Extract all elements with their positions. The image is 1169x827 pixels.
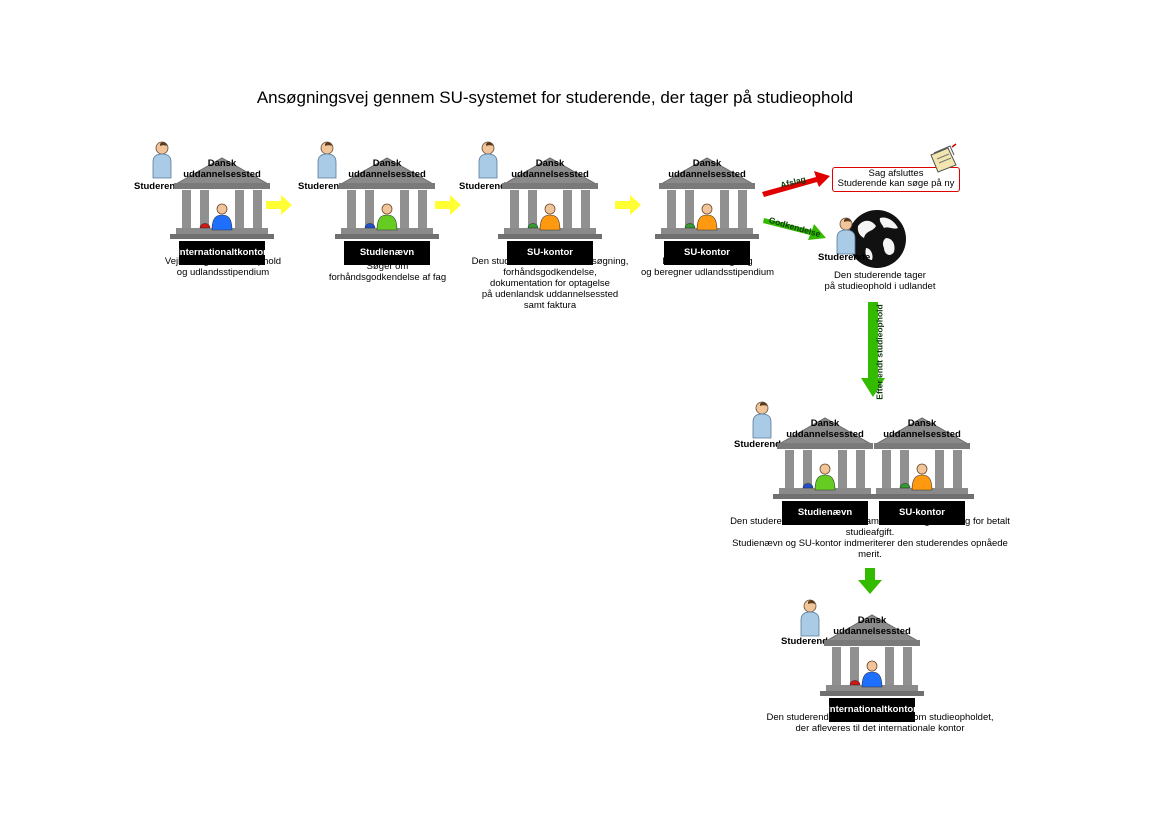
clerk-head	[916, 463, 928, 475]
phone-icon	[802, 483, 814, 489]
bank-building-icon	[773, 417, 877, 499]
clerk-head	[819, 463, 831, 475]
office-label: Studienævn	[782, 501, 868, 525]
student-label: Studerende	[781, 636, 834, 647]
clerk-head	[381, 203, 393, 215]
approval-arrow	[763, 218, 826, 240]
clerk-body	[376, 214, 398, 231]
office-label: SU-kontor	[664, 241, 750, 265]
rejection-arrow	[762, 171, 830, 197]
office-label: Studienævn	[344, 241, 430, 265]
bank-building-icon	[170, 157, 274, 239]
clerk-head	[701, 203, 713, 215]
bank-building-icon	[335, 157, 439, 239]
student-label: Studerende	[459, 181, 512, 192]
phone-icon	[849, 680, 861, 686]
office-label: SU-kontor	[879, 501, 965, 525]
office-label: SU-kontor	[507, 241, 593, 265]
merit-caption: Den studerende fremsender eksamensbevis …	[730, 516, 1010, 560]
student-icon	[798, 598, 822, 638]
phone-icon	[684, 223, 696, 229]
student-icon	[750, 400, 774, 440]
clerk-body	[696, 214, 718, 231]
phone-icon	[899, 483, 911, 489]
arrow-down-icon	[861, 302, 885, 397]
clerk-body	[911, 474, 933, 491]
clerk-body	[814, 474, 836, 491]
student-icon	[476, 140, 500, 180]
clerk-body	[211, 214, 233, 231]
student-label: Studerende	[818, 252, 871, 263]
student-icon	[834, 216, 858, 256]
bank-building-icon	[498, 157, 602, 239]
after-stay-label: Efter endt studieophold	[874, 304, 885, 400]
student-label: Studerende	[734, 439, 787, 450]
phone-icon	[199, 223, 211, 229]
bank-building-icon	[870, 417, 974, 499]
bank-building-icon	[820, 614, 924, 696]
clerk-head	[216, 203, 228, 215]
student-icon	[315, 140, 339, 180]
arrow-down-icon	[858, 568, 882, 594]
student-label: Studerende	[298, 181, 351, 192]
student-icon	[150, 140, 174, 180]
phone-icon	[527, 223, 539, 229]
diagram-title: Ansøgningsvej gennem SU-systemet for stu…	[256, 88, 854, 107]
clerk-head	[866, 660, 878, 672]
clerk-body	[539, 214, 561, 231]
step-caption: Den studerende afleverer ansøgning,forhå…	[471, 256, 629, 311]
clerk-head	[544, 203, 556, 215]
student-label: Studerende	[134, 181, 187, 192]
clerk-body	[861, 671, 883, 688]
folder-icon	[930, 143, 957, 173]
arrow-right-icon	[266, 195, 292, 215]
arrow-right-icon	[615, 195, 641, 215]
phone-icon	[364, 223, 376, 229]
arrow-right-icon	[435, 195, 461, 215]
report-caption: Den studerende skriver en rapport om stu…	[766, 712, 994, 734]
globe-icon	[848, 210, 906, 268]
bank-building-icon	[655, 157, 759, 239]
